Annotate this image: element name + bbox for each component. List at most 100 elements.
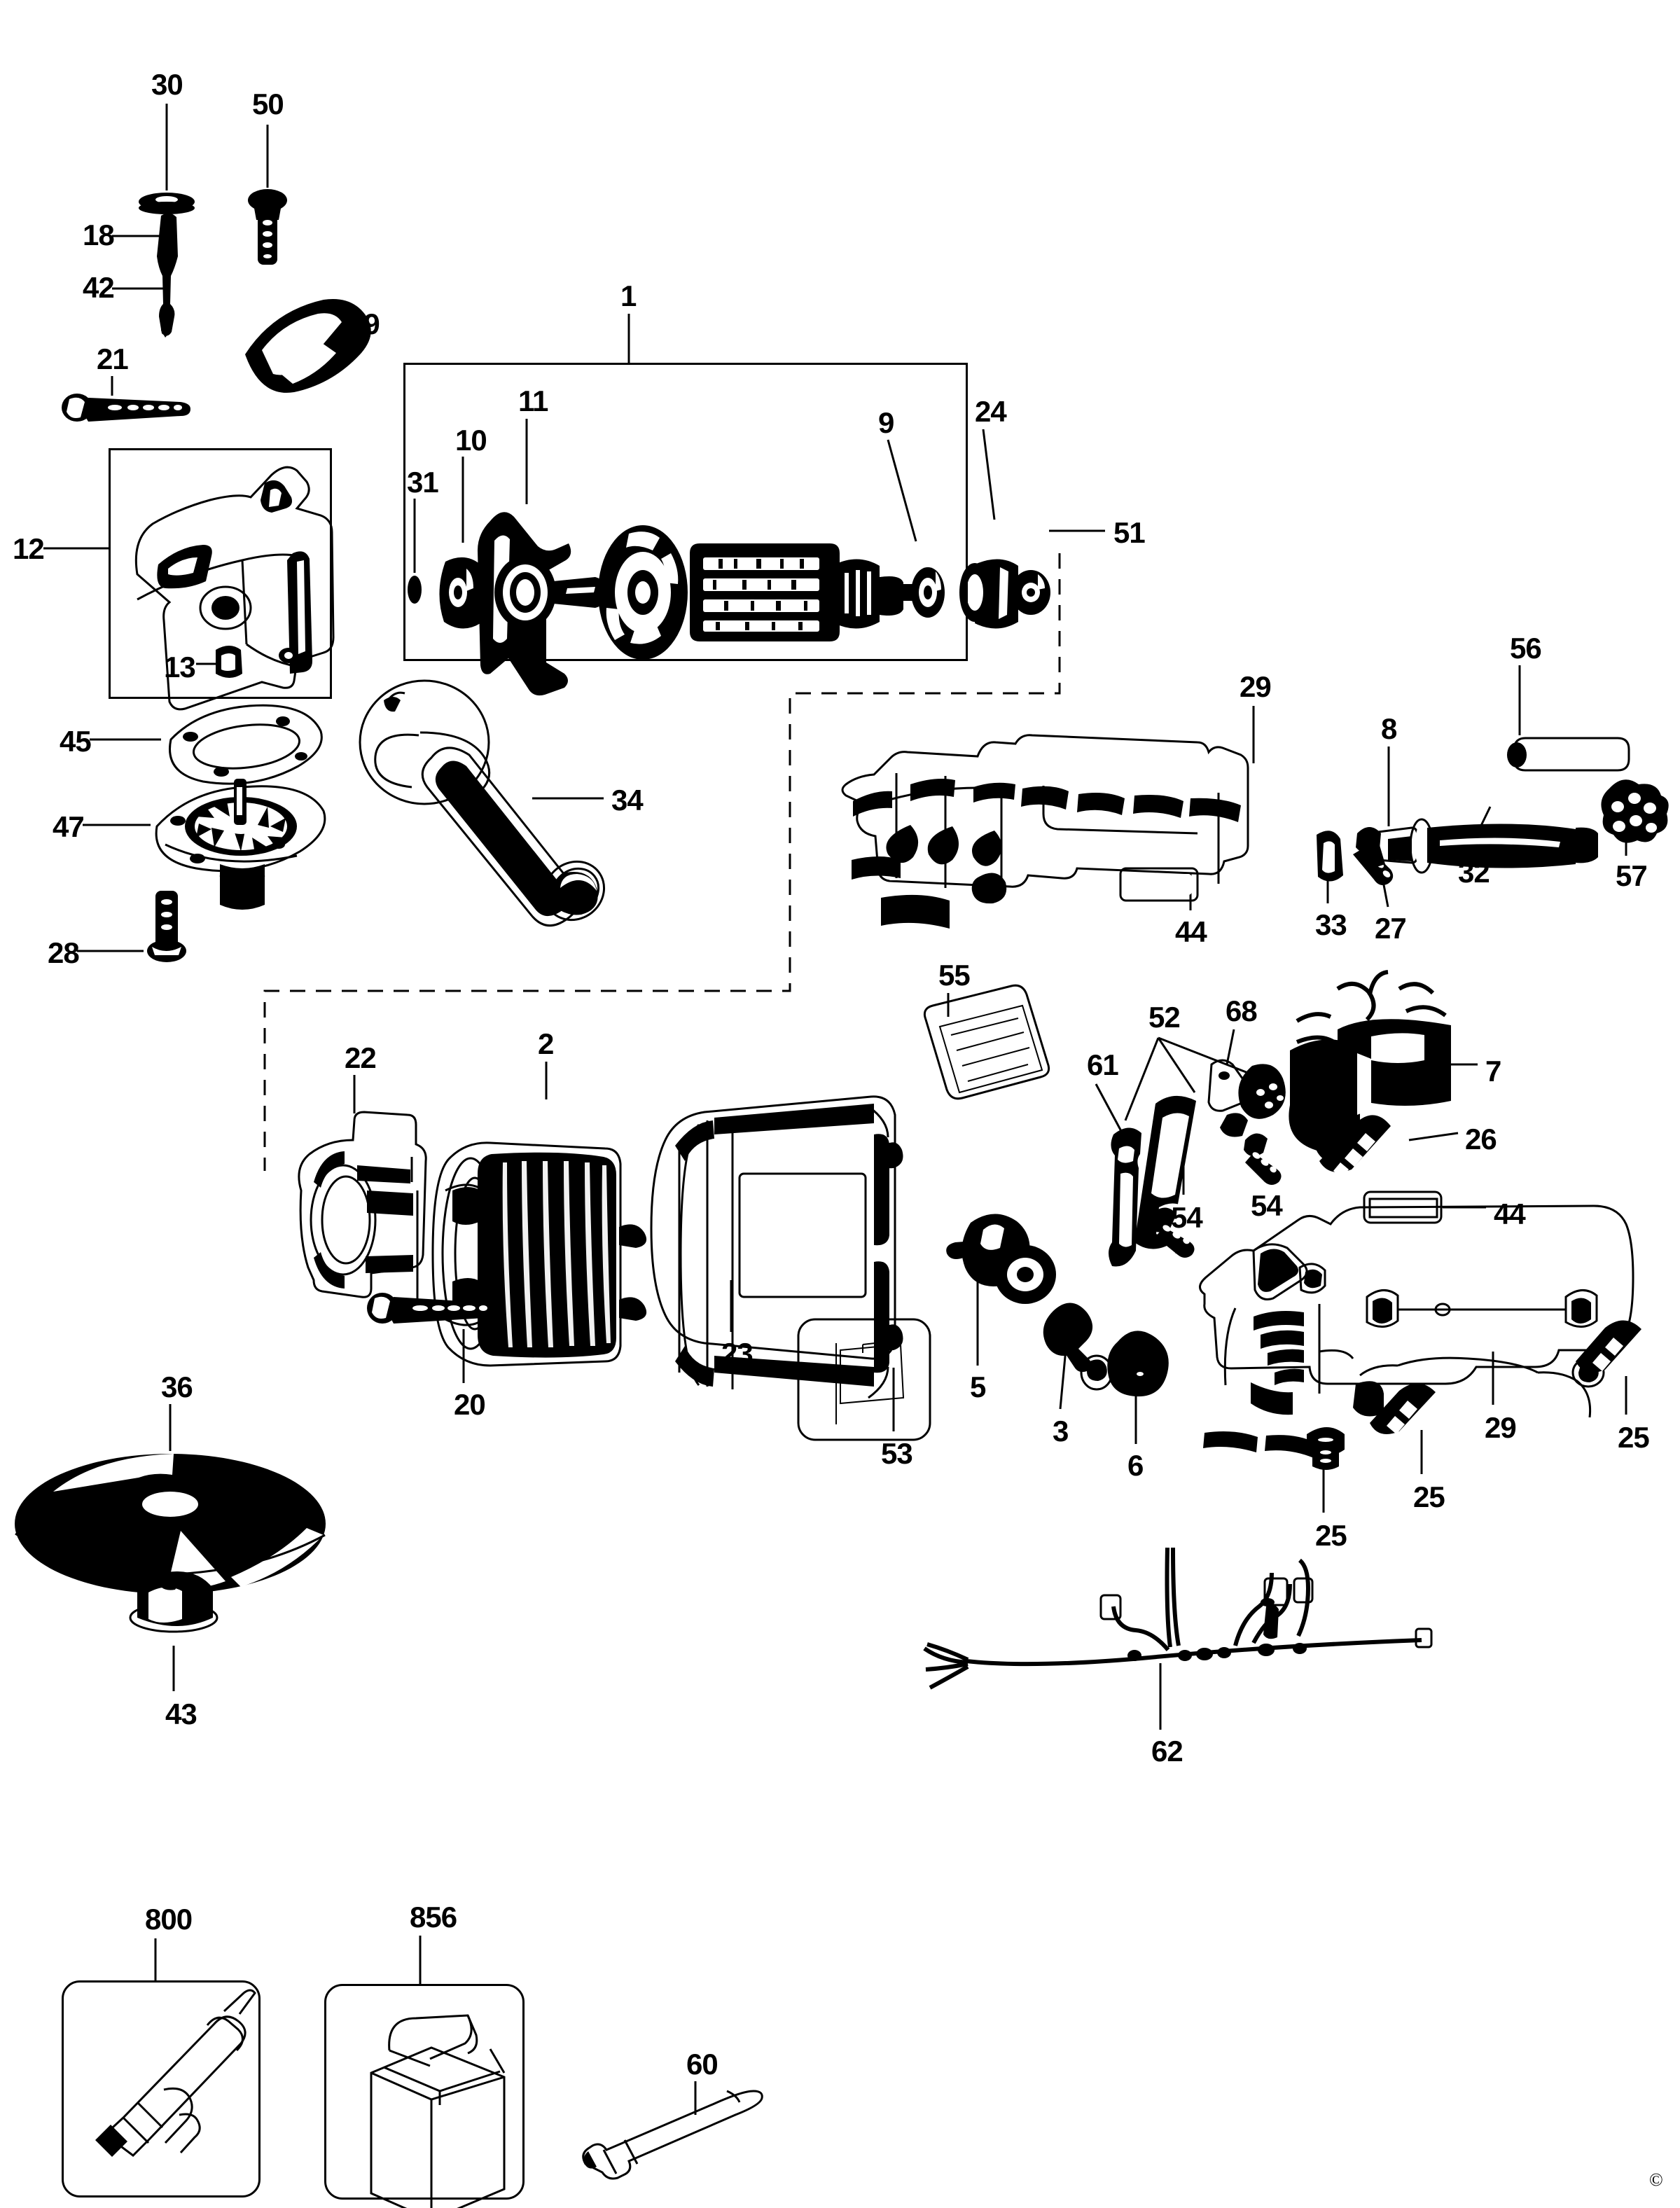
callout-1: 1	[620, 279, 637, 312]
part-800-service-kit-art	[95, 1989, 256, 2157]
dashed-leader-path	[263, 553, 1061, 1171]
callout-23: 23	[721, 1337, 754, 1370]
callout-56: 56	[1510, 632, 1542, 665]
part-13-pin	[216, 646, 242, 678]
part-1-armature-core	[690, 543, 840, 641]
part-28-spindle-screw	[147, 891, 186, 962]
callout-21: 21	[97, 342, 129, 375]
part-6-rubber-bushing	[1107, 1331, 1169, 1397]
part-1-commutator	[835, 559, 927, 629]
callout-29-left: 29	[1240, 670, 1272, 703]
callout-7: 7	[1485, 1055, 1501, 1088]
part-60-wrench	[582, 2090, 763, 2180]
part-51-bearing-washer	[1011, 570, 1050, 615]
callout-856: 856	[410, 1901, 457, 1933]
callout-2: 2	[538, 1027, 554, 1060]
callout-44-right: 44	[1494, 1197, 1526, 1230]
callout-3: 3	[1053, 1415, 1069, 1447]
callout-11: 11	[518, 384, 548, 417]
callout-800: 800	[145, 1903, 193, 1936]
callout-13: 13	[164, 651, 196, 683]
callout-25-c: 25	[1618, 1421, 1650, 1454]
part-54-brush-screw-a	[1148, 1207, 1195, 1258]
callout-61: 61	[1087, 1048, 1119, 1081]
part-25-housing-screw-c	[1576, 1320, 1641, 1373]
part-12-gear-case	[134, 466, 335, 711]
callout-54-a: 54	[1171, 1201, 1203, 1234]
callout-55: 55	[938, 959, 971, 992]
callout-27: 27	[1375, 912, 1407, 945]
part-29-right-housing	[1199, 1204, 1634, 1458]
part-1-cooling-fan	[598, 525, 688, 660]
callout-34: 34	[611, 784, 644, 817]
part-47-gear-spindle-assembly	[155, 779, 326, 910]
callout-53: 53	[881, 1437, 913, 1470]
callout-49: 49	[348, 307, 380, 340]
part-3-lock-button	[1043, 1303, 1113, 1391]
part-25-housing-screw-b	[1370, 1383, 1436, 1434]
callout-33: 33	[1315, 908, 1347, 941]
part-62-cord-harness	[923, 1547, 1433, 1690]
callout-25-b: 25	[1413, 1480, 1445, 1513]
part-31-shim	[408, 576, 422, 604]
callout-24: 24	[975, 395, 1007, 428]
callout-25-a: 25	[1315, 1519, 1347, 1552]
group-box-gear-case	[109, 448, 332, 699]
part-33-retaining-clip	[1317, 831, 1343, 882]
callout-12: 12	[13, 532, 45, 565]
callout-28: 28	[48, 936, 80, 969]
part-49-grip-pad	[245, 298, 371, 393]
part-45-gasket-plate	[169, 704, 323, 785]
part-24-bearing-sleeve	[959, 559, 1018, 629]
part-53-warning-label	[797, 1318, 931, 1441]
callout-9: 9	[878, 406, 894, 439]
callout-6: 6	[1127, 1449, 1144, 1482]
part-68-contact-plate	[1207, 1059, 1286, 1137]
part-50-screw	[248, 189, 287, 265]
callout-60: 60	[686, 2048, 718, 2081]
part-10-ball-bearing	[439, 557, 485, 629]
callout-44-left: 44	[1175, 915, 1207, 948]
part-23-motor-housing	[650, 1095, 903, 1399]
callout-68: 68	[1226, 994, 1258, 1027]
callout-5: 5	[970, 1370, 986, 1403]
part-21-long-screw	[62, 394, 190, 422]
part-30-washer	[139, 193, 195, 214]
part-22-field-end-cap	[298, 1111, 427, 1303]
part-55-nameplate	[923, 984, 1050, 1100]
part-8-32-shaft-assembly	[1365, 818, 1598, 874]
part-29-left-housing	[841, 734, 1249, 929]
part-26-tapping-screw	[1319, 1115, 1391, 1178]
callout-20: 20	[454, 1388, 486, 1421]
group-box-armature	[403, 363, 968, 661]
group-box-carton	[324, 1984, 525, 2200]
group-box-service-kit	[62, 1980, 261, 2197]
part-5-switch-actuator	[946, 1214, 1056, 1304]
callout-36: 36	[161, 1370, 193, 1403]
part-2-field-stator	[431, 1141, 647, 1367]
part-34-side-handle	[359, 679, 606, 927]
callout-29-right: 29	[1485, 1411, 1517, 1444]
part-18-42-lock-pin	[157, 213, 178, 338]
callout-51: 51	[1113, 516, 1146, 549]
armature-shaft-left	[553, 577, 606, 608]
copyright-mark: ©	[1649, 2169, 1663, 2190]
callout-30: 30	[151, 68, 183, 101]
part-43-clamp-nut	[129, 1571, 218, 1633]
callout-47: 47	[53, 810, 85, 843]
callout-50: 50	[252, 88, 284, 120]
callout-22: 22	[345, 1041, 377, 1074]
callout-26: 26	[1465, 1123, 1497, 1155]
part-20-machine-screw	[367, 1293, 494, 1324]
part-25-housing-screw-a	[1307, 1427, 1345, 1470]
callout-52: 52	[1148, 1001, 1181, 1034]
part-61-brush-spring-arm	[1109, 1127, 1141, 1267]
part-56-sleeve	[1507, 737, 1630, 772]
callout-42: 42	[83, 271, 115, 304]
callout-32: 32	[1458, 856, 1490, 889]
callout-8: 8	[1381, 712, 1397, 745]
callout-31: 31	[407, 466, 439, 499]
part-54-brush-screw-b	[1244, 1133, 1282, 1185]
